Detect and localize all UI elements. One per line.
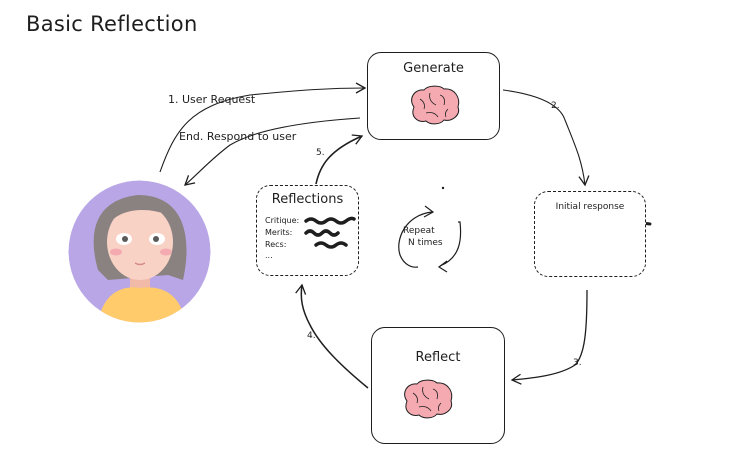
reflections-more: ... (265, 251, 273, 260)
reflect-label: Reflect (415, 350, 461, 365)
edge-user-request (159, 82, 367, 173)
repeat-label-line1: Repeat (403, 226, 435, 236)
edge-label-user-request: 1. User Request (168, 93, 256, 106)
generate-label: Generate (403, 61, 464, 76)
user-avatar (68, 180, 211, 323)
generate-node[interactable]: Generate (367, 52, 500, 140)
initial-response-label: Initial response (555, 202, 625, 212)
brain-icon (411, 85, 460, 125)
edge-label-step5: 5. (316, 148, 325, 158)
repeat-loop-left (398, 211, 433, 268)
reflections-node[interactable]: Reflections Critique: Merits: Recs: ... (256, 185, 359, 276)
reflections-scribbles (304, 216, 356, 249)
edge-label-step2: 2. (551, 101, 560, 111)
initial-response-node[interactable]: Initial response (534, 191, 646, 277)
edge-label-step3: 3. (573, 358, 582, 368)
repeat-label-line2: N times (408, 238, 443, 248)
edge-respond (183, 117, 361, 186)
reflections-title: Reflections (271, 192, 344, 207)
reflections-recs: Recs: (265, 240, 287, 249)
repeat-arrowhead-bottom (437, 260, 448, 273)
edge-step4 (295, 283, 369, 389)
edge-label-respond: End. Respond to user (179, 130, 297, 143)
reflections-critique: Critique: (265, 216, 300, 225)
repeat-loop-right (439, 221, 462, 267)
edge-step2 (502, 89, 590, 187)
edge-step3 (510, 289, 588, 385)
edge-label-step4: 4. (307, 331, 316, 341)
reflections-merits: Merits: (265, 228, 293, 237)
repeat-arrowhead-top (423, 205, 435, 218)
edge-step5 (315, 134, 364, 185)
diagram-title: Basic Reflection (26, 12, 198, 36)
reflect-node[interactable]: Reflect (371, 327, 505, 444)
brain-icon (404, 379, 453, 419)
